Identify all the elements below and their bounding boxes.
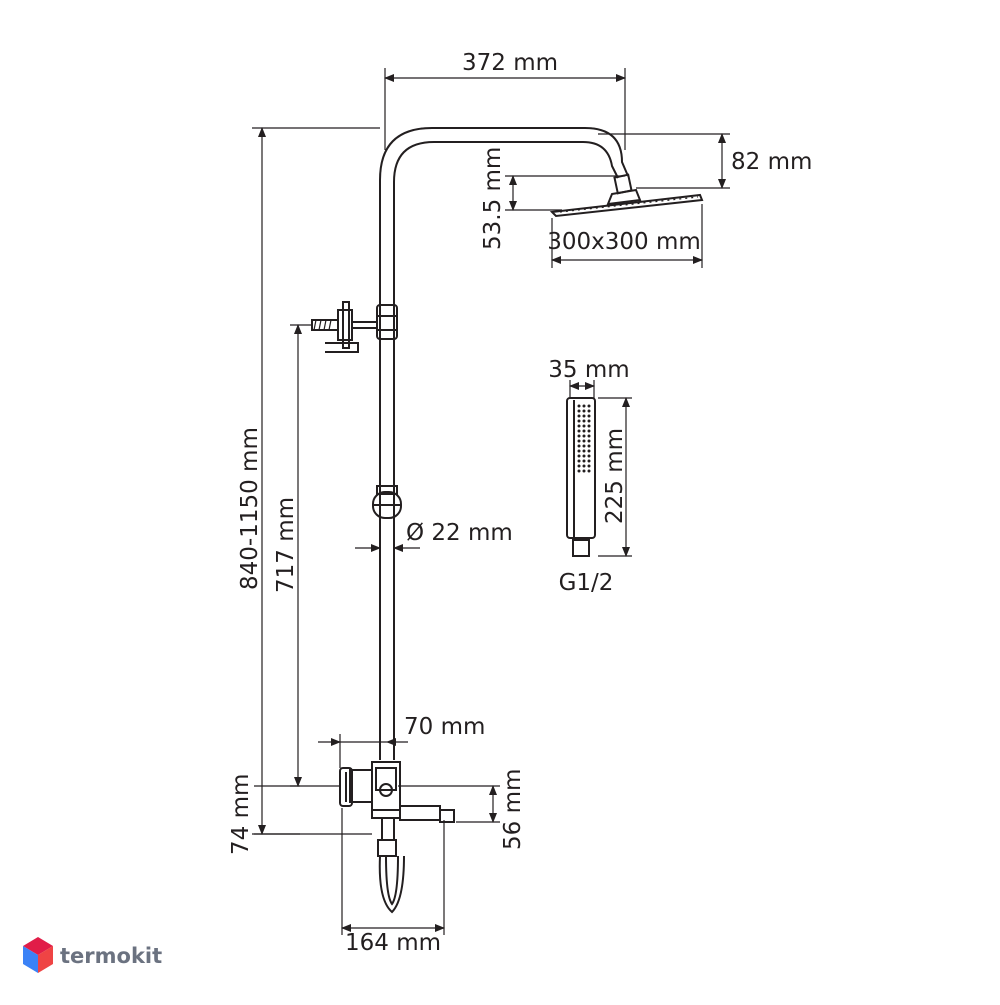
- hand-shower: [566, 397, 596, 557]
- nozzle-dot: [587, 454, 591, 458]
- rain-shower-head: [549, 193, 704, 218]
- nozzle-dot: [587, 429, 591, 433]
- dim-mixer-offset: 70 mm: [318, 714, 485, 768]
- dim-height-range-label: 840-1150 mm: [237, 427, 263, 590]
- nozzle-dot: [582, 449, 586, 453]
- nozzle-dot: [587, 424, 591, 428]
- dim-mixer-width: 164 mm: [341, 808, 445, 956]
- dim-handset-width: 35 mm: [548, 357, 630, 398]
- dim-pipe-diameter: Ø 22 mm: [355, 520, 513, 552]
- nozzle-dot: [587, 444, 591, 448]
- nozzle-dot: [582, 414, 586, 418]
- dim-head-offset: 82 mm: [598, 133, 812, 189]
- nozzle-dot: [577, 429, 581, 433]
- dim-mixer-height: 74 mm: [228, 774, 300, 855]
- dim-arm-width: 372 mm: [384, 50, 626, 150]
- dim-handset-width-label: 35 mm: [548, 357, 629, 383]
- shower-column: [379, 127, 642, 760]
- nozzle-dot: [577, 414, 581, 418]
- nozzle-dot: [577, 464, 581, 468]
- nozzle-dot: [582, 444, 586, 448]
- dim-head-thickness-label: 53.5 mm: [480, 147, 506, 250]
- nozzle-dot: [587, 464, 591, 468]
- dim-spout-height: 56 mm: [398, 769, 526, 850]
- nozzle-dot: [587, 459, 591, 463]
- nozzle-dot: [577, 439, 581, 443]
- wall-bracket: [372, 485, 402, 519]
- handset-nozzles: [577, 404, 591, 473]
- dim-pipe-diameter-label: Ø 22 mm: [406, 520, 513, 546]
- dim-handset-length-label: 225 mm: [602, 428, 628, 524]
- handset-holder: [311, 301, 378, 353]
- nozzle-dot: [587, 469, 591, 473]
- nozzle-dot: [577, 419, 581, 423]
- nozzle-dot: [587, 409, 591, 413]
- termokit-logo: termokit: [23, 937, 162, 973]
- dim-height-range: 840-1150 mm: [237, 127, 380, 835]
- nozzle-dot: [582, 404, 586, 408]
- nozzle-dot: [582, 429, 586, 433]
- brand-name: termokit: [60, 944, 162, 968]
- nozzle-dot: [582, 439, 586, 443]
- nozzle-dot: [577, 454, 581, 458]
- dim-mixer-width-label: 164 mm: [345, 930, 441, 956]
- nozzle-dot: [582, 469, 586, 473]
- nozzle-dot: [577, 444, 581, 448]
- nozzle-dot: [577, 469, 581, 473]
- handset-thread-label: G1/2: [559, 570, 614, 596]
- nozzle-dot: [582, 409, 586, 413]
- nozzle-dot: [587, 434, 591, 438]
- nozzle-dot: [582, 419, 586, 423]
- dim-head-offset-label: 82 mm: [731, 149, 812, 175]
- nozzle-dot: [582, 459, 586, 463]
- dim-head-size-label: 300x300 mm: [547, 229, 701, 255]
- dim-arm-width-label: 372 mm: [462, 50, 558, 76]
- nozzle-dot: [582, 424, 586, 428]
- thermostatic-mixer: [339, 761, 455, 914]
- dim-head-size: 300x300 mm: [547, 204, 703, 268]
- nozzle-dot: [582, 434, 586, 438]
- nozzle-dot: [577, 449, 581, 453]
- dim-holder-height-label: 717 mm: [273, 497, 299, 593]
- dim-handset-length: 225 mm: [598, 397, 632, 557]
- dim-mixer-height-label: 74 mm: [228, 774, 254, 855]
- nozzle-dot: [587, 439, 591, 443]
- nozzle-dot: [587, 404, 591, 408]
- dim-head-thickness: 53.5 mm: [480, 147, 625, 250]
- nozzle-dot: [587, 419, 591, 423]
- dim-mixer-offset-label: 70 mm: [404, 714, 485, 740]
- cube-icon: [23, 937, 53, 973]
- dim-spout-height-label: 56 mm: [500, 769, 526, 850]
- nozzle-dot: [577, 434, 581, 438]
- nozzle-dot: [577, 404, 581, 408]
- nozzle-dot: [587, 449, 591, 453]
- nozzle-dot: [577, 459, 581, 463]
- nozzle-dot: [582, 454, 586, 458]
- nozzle-dot: [577, 409, 581, 413]
- nozzle-dot: [582, 464, 586, 468]
- dim-holder-height: 717 mm: [273, 324, 340, 787]
- nozzle-dot: [587, 414, 591, 418]
- nozzle-dot: [577, 424, 581, 428]
